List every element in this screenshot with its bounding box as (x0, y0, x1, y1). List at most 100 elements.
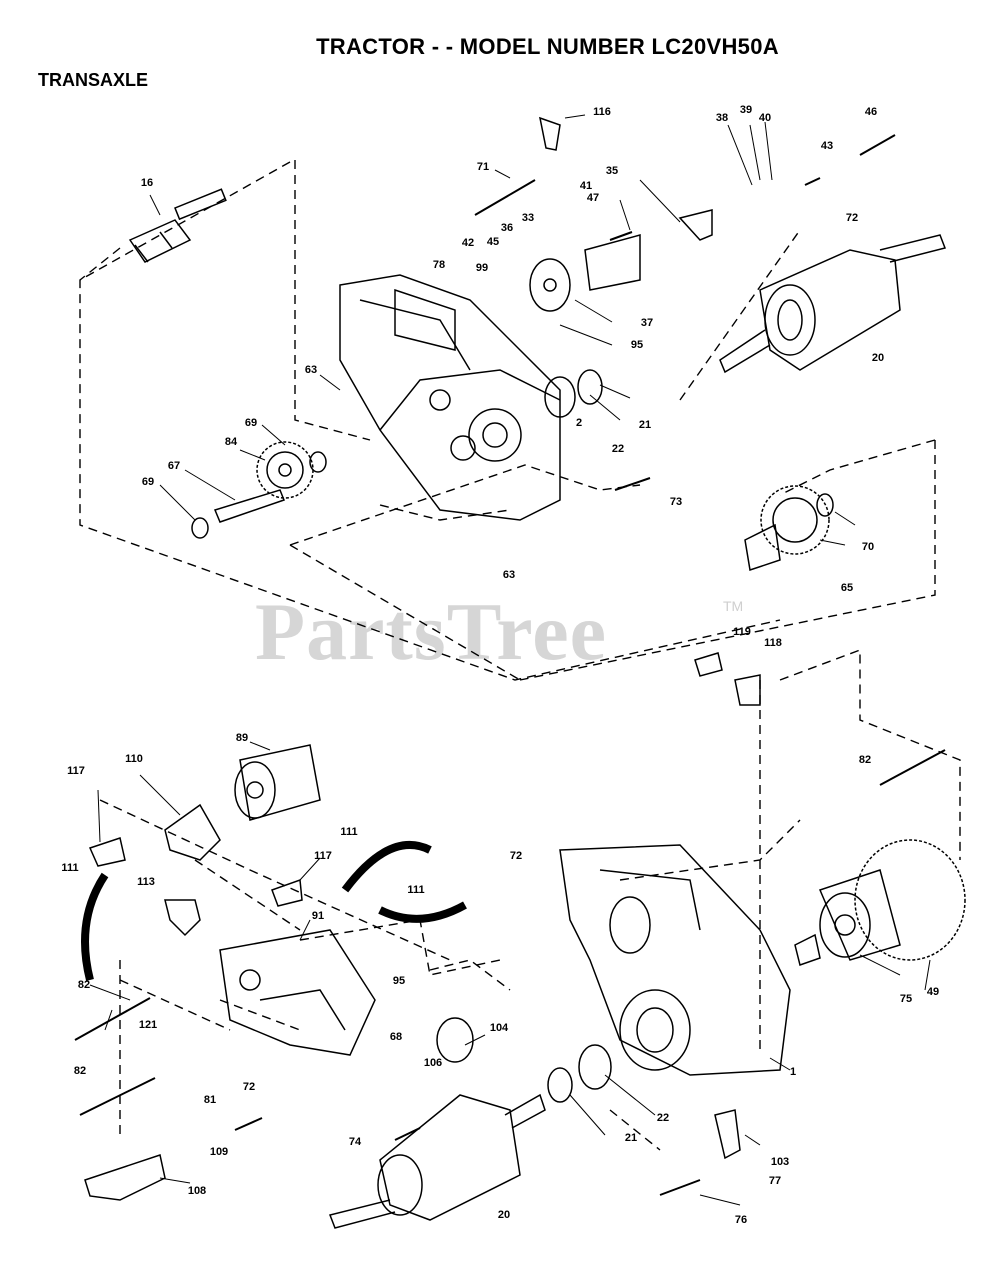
callout-68: 68 (389, 1031, 403, 1043)
part-1-lower-housing (559, 844, 791, 1076)
callout-49: 49 (926, 986, 940, 998)
callout-73: 73 (669, 496, 683, 508)
part-2-upper-housing (339, 274, 561, 521)
callout-67: 67 (167, 460, 181, 472)
callout-42: 42 (461, 237, 475, 249)
part-118-fitting (734, 674, 761, 706)
part-108-bracket (84, 1154, 166, 1201)
part-75-gasket (794, 933, 821, 966)
part-117-fitting-mid (271, 878, 303, 907)
callout-82-mid: 82 (77, 979, 91, 991)
callout-104: 104 (489, 1022, 509, 1034)
part-111-hose-mid (378, 901, 467, 923)
callout-103: 103 (770, 1156, 790, 1168)
callout-111-left: 111 (61, 862, 79, 874)
callout-89: 89 (235, 732, 249, 744)
part-35-lever (678, 209, 713, 241)
callout-22: 22 (611, 443, 625, 455)
part-21-22-washers (544, 369, 603, 418)
callout-46: 46 (864, 106, 878, 118)
callout-99: 99 (475, 262, 489, 274)
part-20-upper-axle (719, 234, 947, 374)
callout-36: 36 (500, 222, 514, 234)
callout-2: 2 (575, 417, 583, 429)
callout-108: 108 (187, 1185, 207, 1197)
callout-106: 106 (423, 1057, 443, 1069)
callout-95-lower: 95 (392, 975, 406, 987)
callout-77: 77 (768, 1175, 782, 1187)
callout-69-upper: 69 (244, 417, 258, 429)
callout-65: 65 (840, 582, 854, 594)
callout-22-lower: 22 (656, 1112, 670, 1124)
callout-35: 35 (605, 165, 619, 177)
part-77-lever (714, 1109, 741, 1160)
part-33-plate (584, 234, 641, 291)
callout-110: 110 (125, 753, 143, 765)
callout-109: 109 (209, 1146, 229, 1158)
callout-41: 41 (579, 180, 593, 192)
part-22-washer-lower (578, 1044, 612, 1090)
callout-20-lower: 20 (497, 1209, 511, 1221)
callout-37: 37 (640, 317, 654, 329)
bolts (74, 134, 946, 1196)
callout-82-lower: 82 (73, 1065, 87, 1077)
part-67-shaft (213, 489, 285, 523)
callout-119: 119 (733, 626, 751, 638)
watermark: PartsTree (255, 586, 608, 677)
callout-76: 76 (734, 1214, 748, 1226)
callout-84: 84 (224, 436, 238, 448)
part-70-washer (816, 493, 834, 517)
part-69-washer-upper (309, 451, 327, 473)
part-65-gear (744, 485, 830, 571)
callout-72-mid: 72 (509, 850, 523, 862)
callout-91: 91 (311, 910, 325, 922)
callout-82-top: 82 (858, 754, 872, 766)
page-title: TRACTOR - - MODEL NUMBER LC20VH50A (316, 34, 779, 59)
callout-111-right: 111 (340, 826, 358, 838)
callout-81: 81 (203, 1094, 217, 1106)
callout-72: 72 (845, 212, 859, 224)
part-119-fitting (694, 652, 723, 677)
callout-33: 33 (521, 212, 535, 224)
part-68-oring (436, 1017, 474, 1063)
callout-16: 16 (140, 177, 154, 189)
part-89-filter (234, 744, 321, 821)
callout-47: 47 (586, 192, 600, 204)
callout-63: 63 (304, 364, 318, 376)
part-16-shaft (128, 188, 227, 263)
callout-78: 78 (432, 259, 446, 271)
callout-118: 118 (764, 637, 782, 649)
callout-43: 43 (820, 140, 834, 152)
part-69-washer (191, 517, 209, 539)
part-91-pump (219, 929, 376, 1056)
part-111-hose-left (81, 872, 109, 981)
callout-70: 70 (861, 541, 875, 553)
callout-116: 116 (593, 106, 611, 118)
callout-117-left: 117 (67, 765, 85, 777)
section-title: TRANSAXLE (38, 70, 149, 90)
callout-111-mid: 111 (407, 884, 425, 896)
guide-lines (79, 160, 961, 1151)
callout-71: 71 (476, 161, 490, 173)
callout-45: 45 (486, 236, 500, 248)
part-111-hose-right (341, 841, 432, 893)
callout-63-lower: 63 (502, 569, 516, 581)
callout-74: 74 (348, 1136, 362, 1148)
callout-69: 69 (141, 476, 155, 488)
callout-20-upper: 20 (871, 352, 885, 364)
part-116-fitting (539, 116, 561, 151)
part-110-valve (164, 803, 221, 861)
callout-38: 38 (715, 112, 729, 124)
callout-117-mid: 117 (314, 850, 332, 862)
callout-72-lower: 72 (242, 1081, 256, 1093)
leader-lines (89, 114, 931, 1206)
part-49-differential (818, 839, 966, 961)
callout-75: 75 (899, 993, 913, 1005)
part-117-fitting-left (88, 837, 126, 867)
callout-39: 39 (739, 104, 753, 116)
callout-21: 21 (638, 419, 652, 431)
callout-95: 95 (630, 339, 644, 351)
part-21-washer-lower (547, 1067, 573, 1103)
part-36-disc (529, 258, 571, 312)
